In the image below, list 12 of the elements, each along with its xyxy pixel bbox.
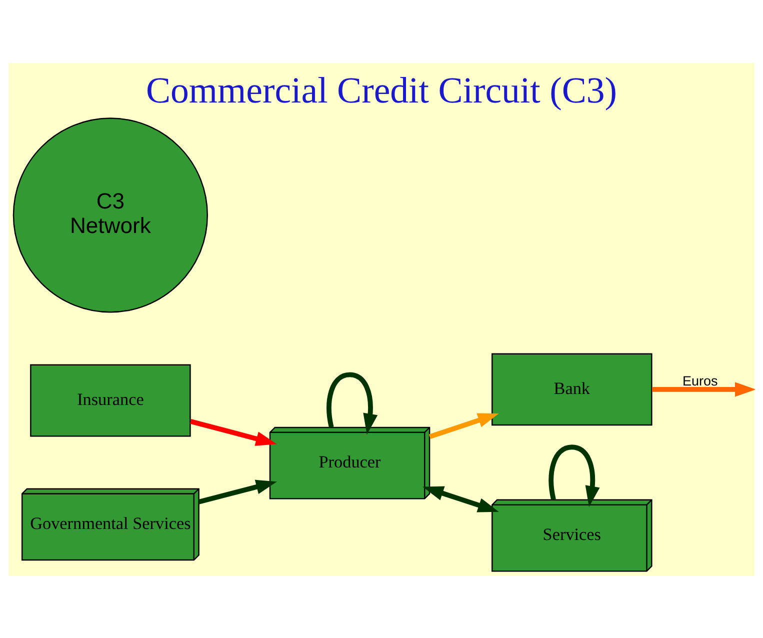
arrow <box>190 418 277 446</box>
arrow <box>422 486 499 512</box>
edge-label: Euros <box>682 373 718 388</box>
arrow <box>326 372 378 434</box>
arrow <box>428 412 499 439</box>
diagram-title: Commercial Credit Circuit (C3) <box>146 68 618 110</box>
arrow <box>548 444 600 506</box>
node-circle: C3 Network <box>12 117 208 312</box>
arrow <box>652 382 755 396</box>
node-box: Insurance <box>30 364 191 436</box>
arrow <box>198 479 277 504</box>
node-box: Bank <box>492 352 652 426</box>
